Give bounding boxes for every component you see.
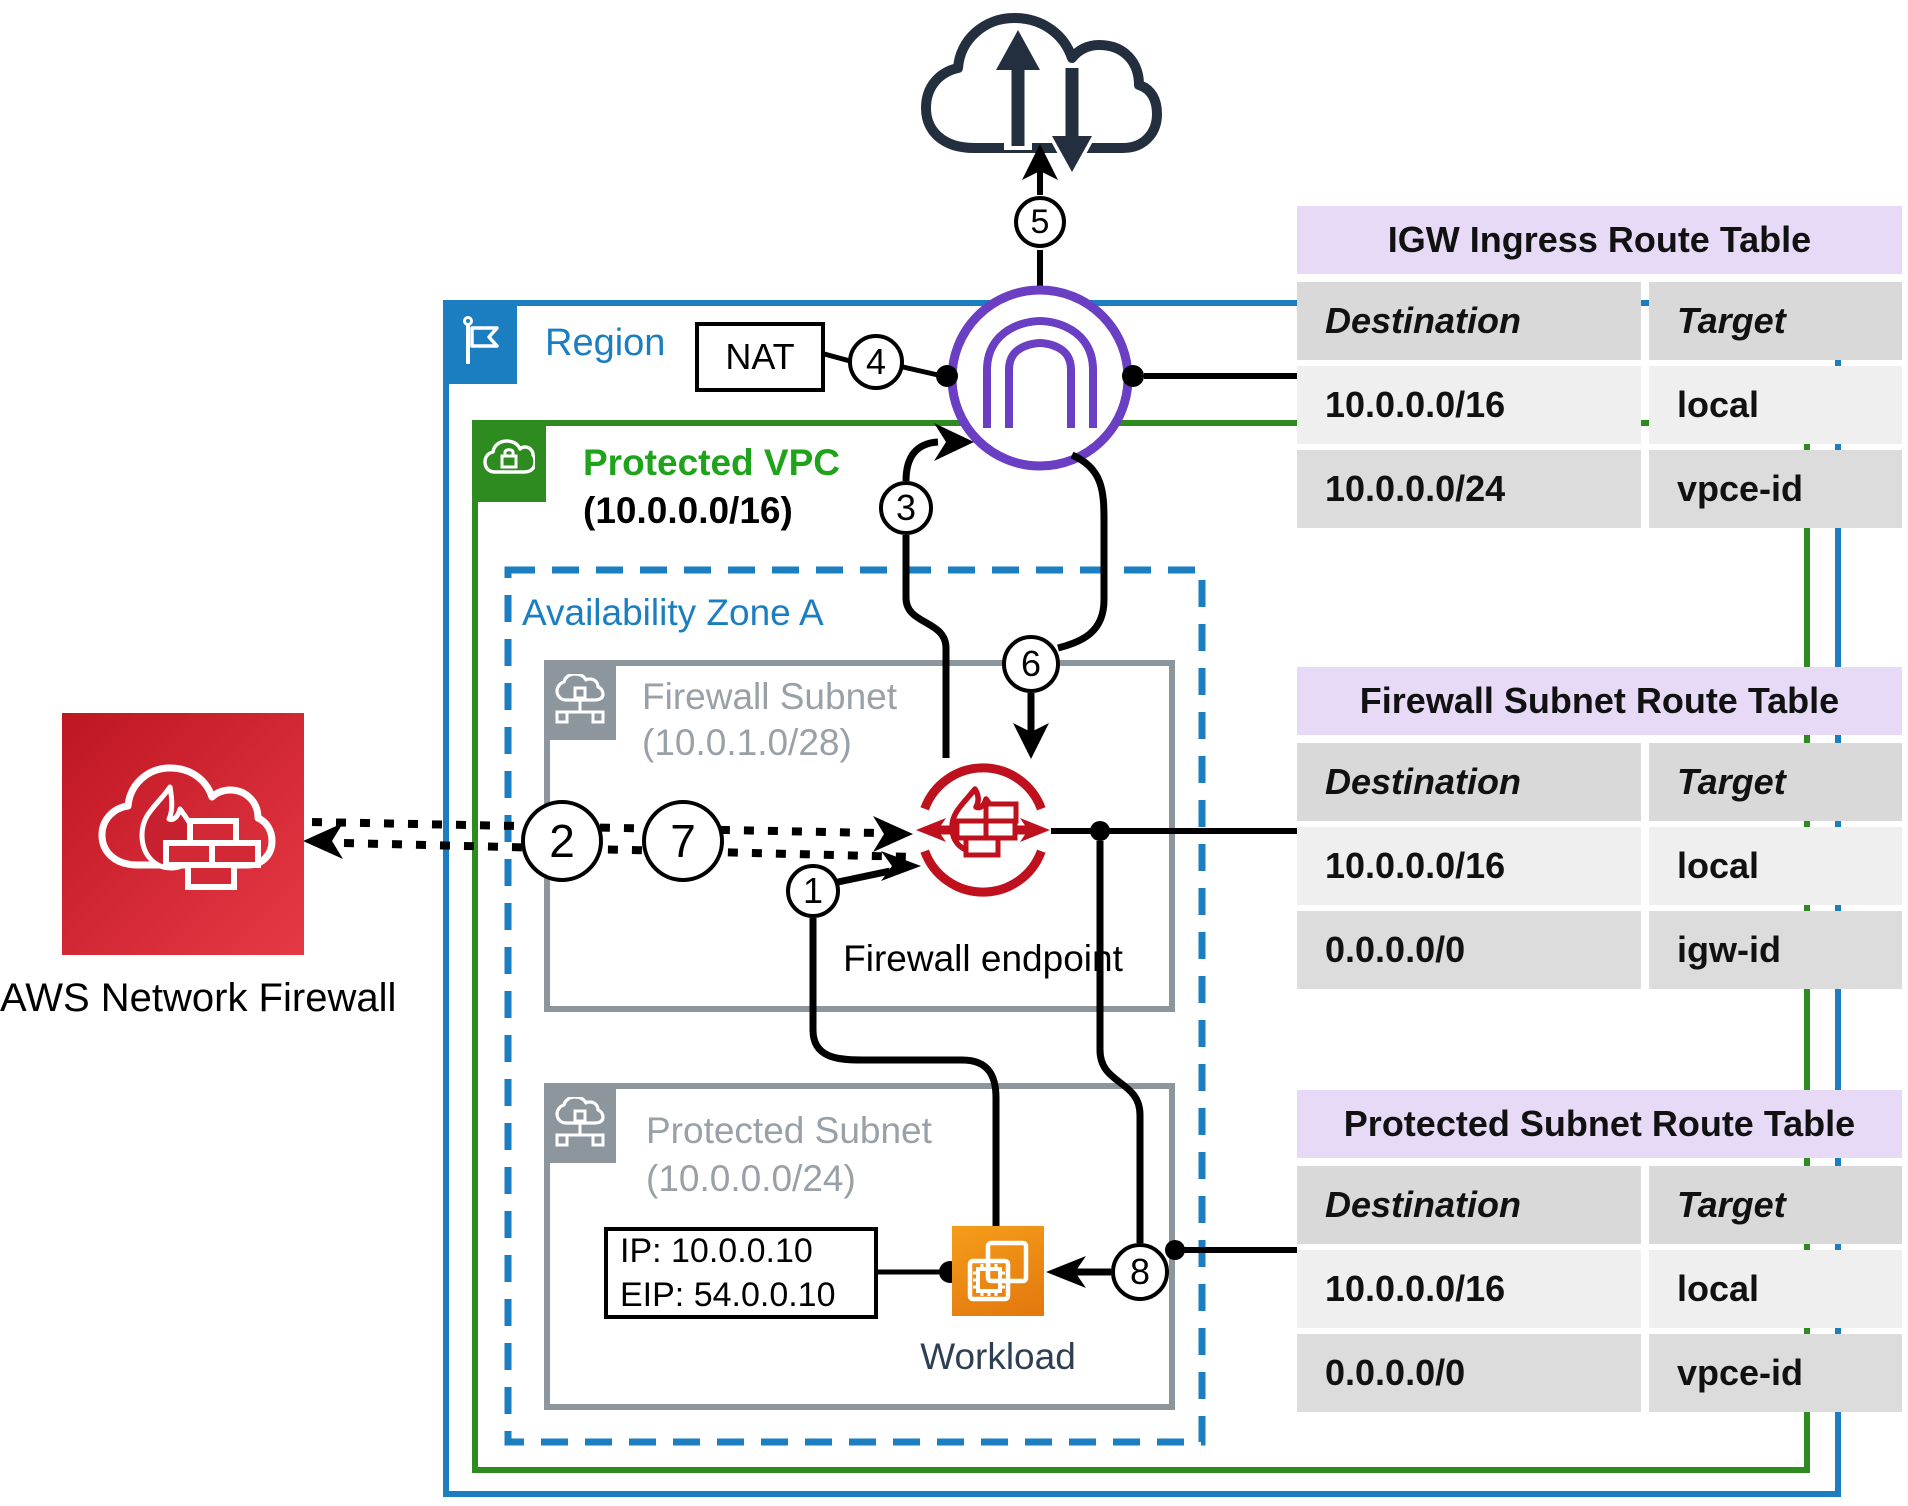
workload-label: Workload [920, 1336, 1076, 1377]
table-row: 10.0.0.0/24 vpce-id [1297, 450, 1902, 528]
cell-destination: 10.0.0.0/24 [1297, 450, 1641, 528]
flow-line-1 [809, 918, 1000, 1226]
junction-dot [1165, 1240, 1185, 1260]
cell-target: local [1649, 366, 1902, 444]
flow-line-1 [837, 867, 891, 886]
firewall-endpoint-label: Firewall endpoint [843, 938, 1123, 979]
vpc-cidr: (10.0.0.0/16) [583, 490, 793, 531]
protected-subnet-route-table: Protected Subnet Route Table Destination… [1297, 1090, 1902, 1418]
column-header-target: Target [1649, 1166, 1902, 1244]
column-header-destination: Destination [1297, 282, 1641, 360]
junction-dot [1122, 365, 1144, 387]
arrowhead-right [873, 816, 913, 852]
column-header-target: Target [1649, 743, 1902, 821]
internet-cloud-icon [921, 13, 1162, 180]
igw-ingress-route-table: IGW Ingress Route Table Destination Targ… [1297, 206, 1902, 534]
arrowhead-left [1046, 1256, 1086, 1288]
column-header-destination: Destination [1297, 1166, 1641, 1244]
junction-dot [1090, 821, 1110, 841]
arrowhead-right [934, 423, 974, 461]
junction-dot [936, 365, 958, 387]
firewall-subnet-route-table: Firewall Subnet Route Table Destination … [1297, 667, 1902, 995]
subnet-icon [555, 1097, 605, 1147]
flow-step-5: 5 [1014, 196, 1066, 248]
protected-vpc-tab [472, 420, 546, 502]
flow-line-8 [1096, 841, 1144, 1243]
arrowhead-right [881, 851, 921, 881]
network-firewall-label: AWS Network Firewall [0, 976, 397, 1020]
flow-step-7: 7 [642, 800, 724, 882]
cell-destination: 10.0.0.0/16 [1297, 366, 1641, 444]
availability-zone-label: Availability Zone A [522, 592, 824, 633]
cell-target: local [1649, 827, 1902, 905]
cell-destination: 0.0.0.0/0 [1297, 911, 1641, 989]
cell-target: vpce-id [1649, 450, 1902, 528]
cell-destination: 0.0.0.0/0 [1297, 1334, 1641, 1412]
firewall-endpoint-icon [916, 763, 1050, 897]
firewall-subnet-cidr: (10.0.1.0/28) [642, 722, 852, 763]
aws-network-firewall-icon [62, 713, 304, 955]
flow-step-3: 3 [879, 481, 933, 535]
region-label: Region [545, 322, 666, 364]
cell-target: vpce-id [1649, 1334, 1902, 1412]
cell-destination: 10.0.0.0/16 [1297, 1250, 1641, 1328]
vpc-label: Protected VPC [583, 442, 841, 483]
table-row: 10.0.0.0/16 local [1297, 366, 1902, 444]
route-table-title: Protected Subnet Route Table [1297, 1090, 1902, 1158]
availability-zone-border [504, 566, 1206, 1446]
flow-step-1: 1 [786, 864, 840, 918]
vpc-cloud-lock-icon [483, 439, 535, 474]
network-firewall-glyph [98, 764, 276, 890]
firewall-subnet-label: Firewall Subnet [642, 676, 898, 717]
ip-address-box: IP: 10.0.0.10 EIP: 54.0.0.10 [604, 1227, 878, 1319]
column-header-destination: Destination [1297, 743, 1641, 821]
table-row: 0.0.0.0/0 igw-id [1297, 911, 1902, 989]
ec2-instance-glyph [967, 1240, 1029, 1302]
flow-step-6: 6 [1002, 635, 1060, 693]
flow-step-2: 2 [521, 800, 603, 882]
route-table-title: IGW Ingress Route Table [1297, 206, 1902, 274]
table-row: 10.0.0.0/16 local [1297, 1250, 1902, 1328]
eip-line: EIP: 54.0.0.10 [620, 1276, 836, 1314]
column-header-target: Target [1649, 282, 1902, 360]
firewall-subnet-tab [544, 660, 616, 740]
ip-line: IP: 10.0.0.10 [620, 1232, 813, 1270]
workload-ec2-icon [952, 1226, 1044, 1316]
cell-destination: 10.0.0.0/16 [1297, 827, 1641, 905]
cell-target: igw-id [1649, 911, 1902, 989]
arrowhead-left [303, 823, 343, 859]
table-row: 10.0.0.0/16 local [1297, 827, 1902, 905]
protected-subnet-label: Protected Subnet [646, 1110, 932, 1151]
nat-line [902, 364, 939, 378]
arrowhead-up [1022, 144, 1058, 180]
flow-line-2-dotted [343, 839, 916, 861]
protected-subnet-tab [544, 1083, 616, 1163]
nat-box: NAT [695, 322, 825, 392]
region-flag-icon [463, 316, 499, 364]
internet-gateway-icon [947, 285, 1133, 471]
flow-step-8: 8 [1111, 1243, 1169, 1301]
table-row: 0.0.0.0/0 vpce-id [1297, 1334, 1902, 1412]
route-table-title: Firewall Subnet Route Table [1297, 667, 1902, 735]
protected-subnet-cidr: (10.0.0.0/24) [646, 1158, 856, 1199]
flow-step-4: 4 [848, 334, 904, 390]
region-tab [443, 300, 517, 384]
flow-line-3 [902, 535, 950, 758]
arrowhead-down [1013, 723, 1049, 759]
flow-line-6 [1057, 451, 1108, 652]
flow-line-3 [902, 438, 939, 482]
cell-target: local [1649, 1250, 1902, 1328]
subnet-icon [555, 674, 605, 724]
